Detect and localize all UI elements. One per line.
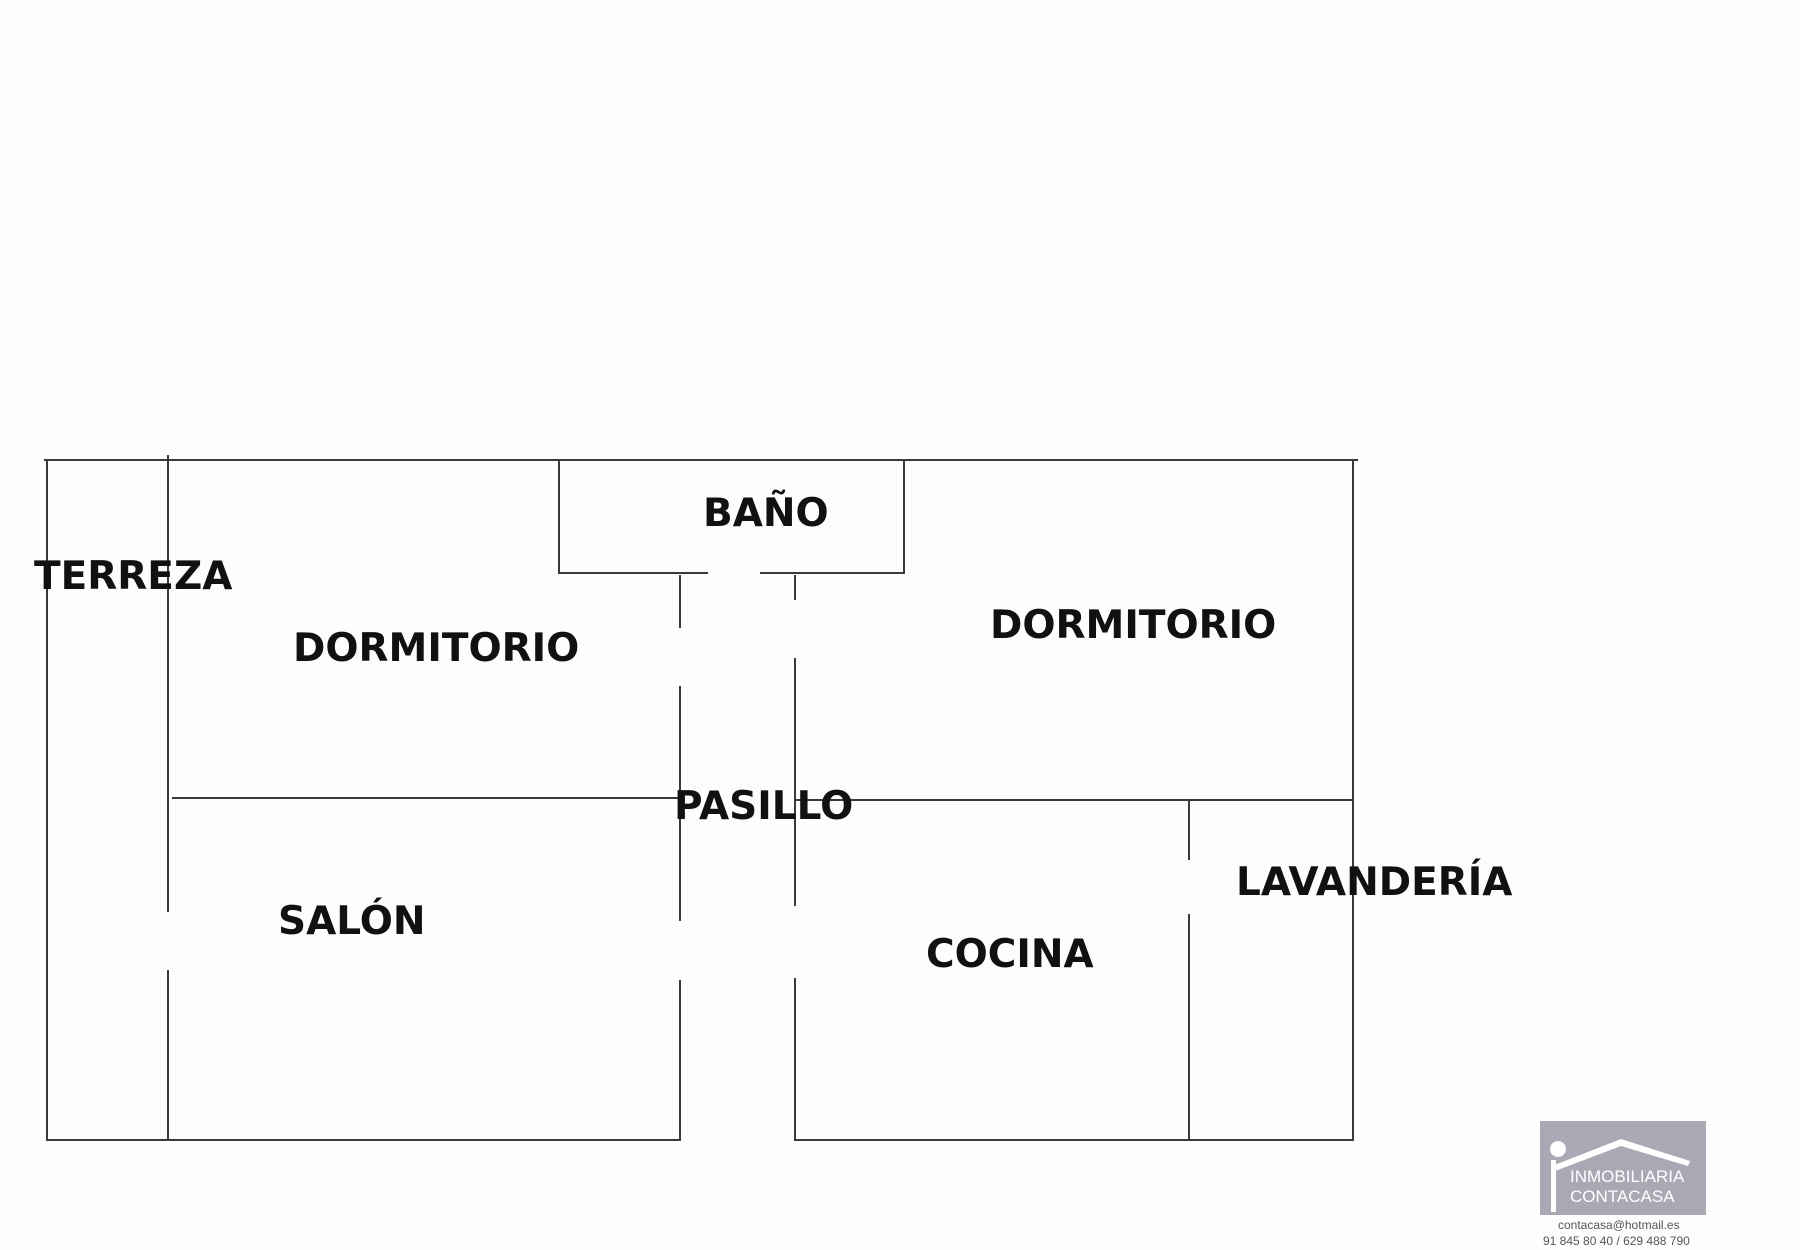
room-label-bano: BAÑO <box>703 489 829 536</box>
agency-logo: INMOBILIARIA CONTACASA contacasa@hotmail… <box>1540 1121 1706 1248</box>
logo-background <box>1540 1121 1706 1215</box>
room-label-dormitorio-right: DORMITORIO <box>990 603 1276 648</box>
room-label-cocina: COCINA <box>926 932 1094 977</box>
logo-house-roof-icon <box>1552 1139 1690 1171</box>
room-label-salon: SALÓN <box>278 897 426 944</box>
room-label-dormitorio-left: DORMITORIO <box>293 626 579 671</box>
logo-phones: 91 845 80 40 / 629 488 790 <box>1543 1234 1690 1248</box>
logo-house-wall-icon <box>1551 1160 1556 1212</box>
logo-line1: INMOBILIARIA <box>1570 1167 1685 1186</box>
room-label-pasillo: PASILLO <box>674 784 853 829</box>
walls <box>44 455 1358 1141</box>
room-labels: TERREZA DORMITORIO BAÑO DORMITORIO PASIL… <box>34 489 1513 977</box>
logo-person-icon <box>1550 1141 1566 1157</box>
logo-line2: CONTACASA <box>1570 1187 1675 1206</box>
room-label-terraza: TERREZA <box>34 554 232 599</box>
room-label-lavanderia: LAVANDERÍA <box>1236 858 1513 905</box>
logo-email: contacasa@hotmail.es <box>1558 1218 1680 1232</box>
